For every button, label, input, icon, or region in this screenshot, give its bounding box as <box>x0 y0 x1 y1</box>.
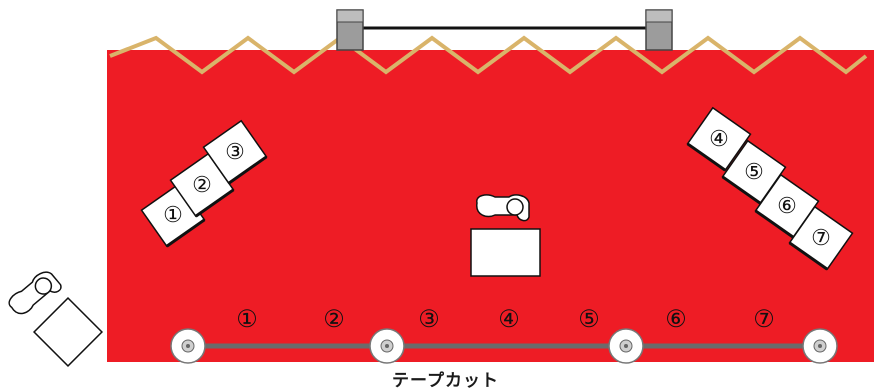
cut-position-2: ② <box>323 305 345 333</box>
seat-number: ① <box>163 203 183 228</box>
cut-position-5: ⑤ <box>578 305 600 333</box>
seat-left-2: ② <box>169 152 235 218</box>
stanchion-icon <box>608 328 644 364</box>
stanchion-icon <box>170 328 206 364</box>
seat-number: ⑥ <box>777 194 797 219</box>
seat-number: ⑤ <box>744 160 764 185</box>
seat-number: ④ <box>709 127 729 152</box>
cut-position-3: ③ <box>418 305 440 333</box>
seat-number: ③ <box>225 140 245 165</box>
person-top-view-icon <box>476 194 530 222</box>
podium <box>470 228 541 277</box>
stanchion-icon <box>802 328 838 364</box>
person-top-view-icon <box>8 271 62 315</box>
cut-position-1: ① <box>236 305 258 333</box>
backdrop-bar <box>336 9 673 51</box>
seat-number: ⑦ <box>811 226 831 251</box>
seat-left-3: ③ <box>202 119 268 185</box>
seat-right-5: ⑤ <box>721 139 787 205</box>
truss-zigzag <box>109 35 868 75</box>
cut-position-7: ⑦ <box>753 305 775 333</box>
seat-right-7: ⑦ <box>788 205 854 271</box>
cut-position-6: ⑥ <box>665 305 687 333</box>
seat-number: ② <box>192 173 212 198</box>
table-outside <box>32 296 104 368</box>
stanchion-icon <box>369 328 405 364</box>
cut-position-4: ④ <box>498 305 520 333</box>
seat-right-6: ⑥ <box>754 173 820 239</box>
seat-right-4: ④ <box>686 106 752 172</box>
diagram-caption: テープカット <box>392 371 499 391</box>
